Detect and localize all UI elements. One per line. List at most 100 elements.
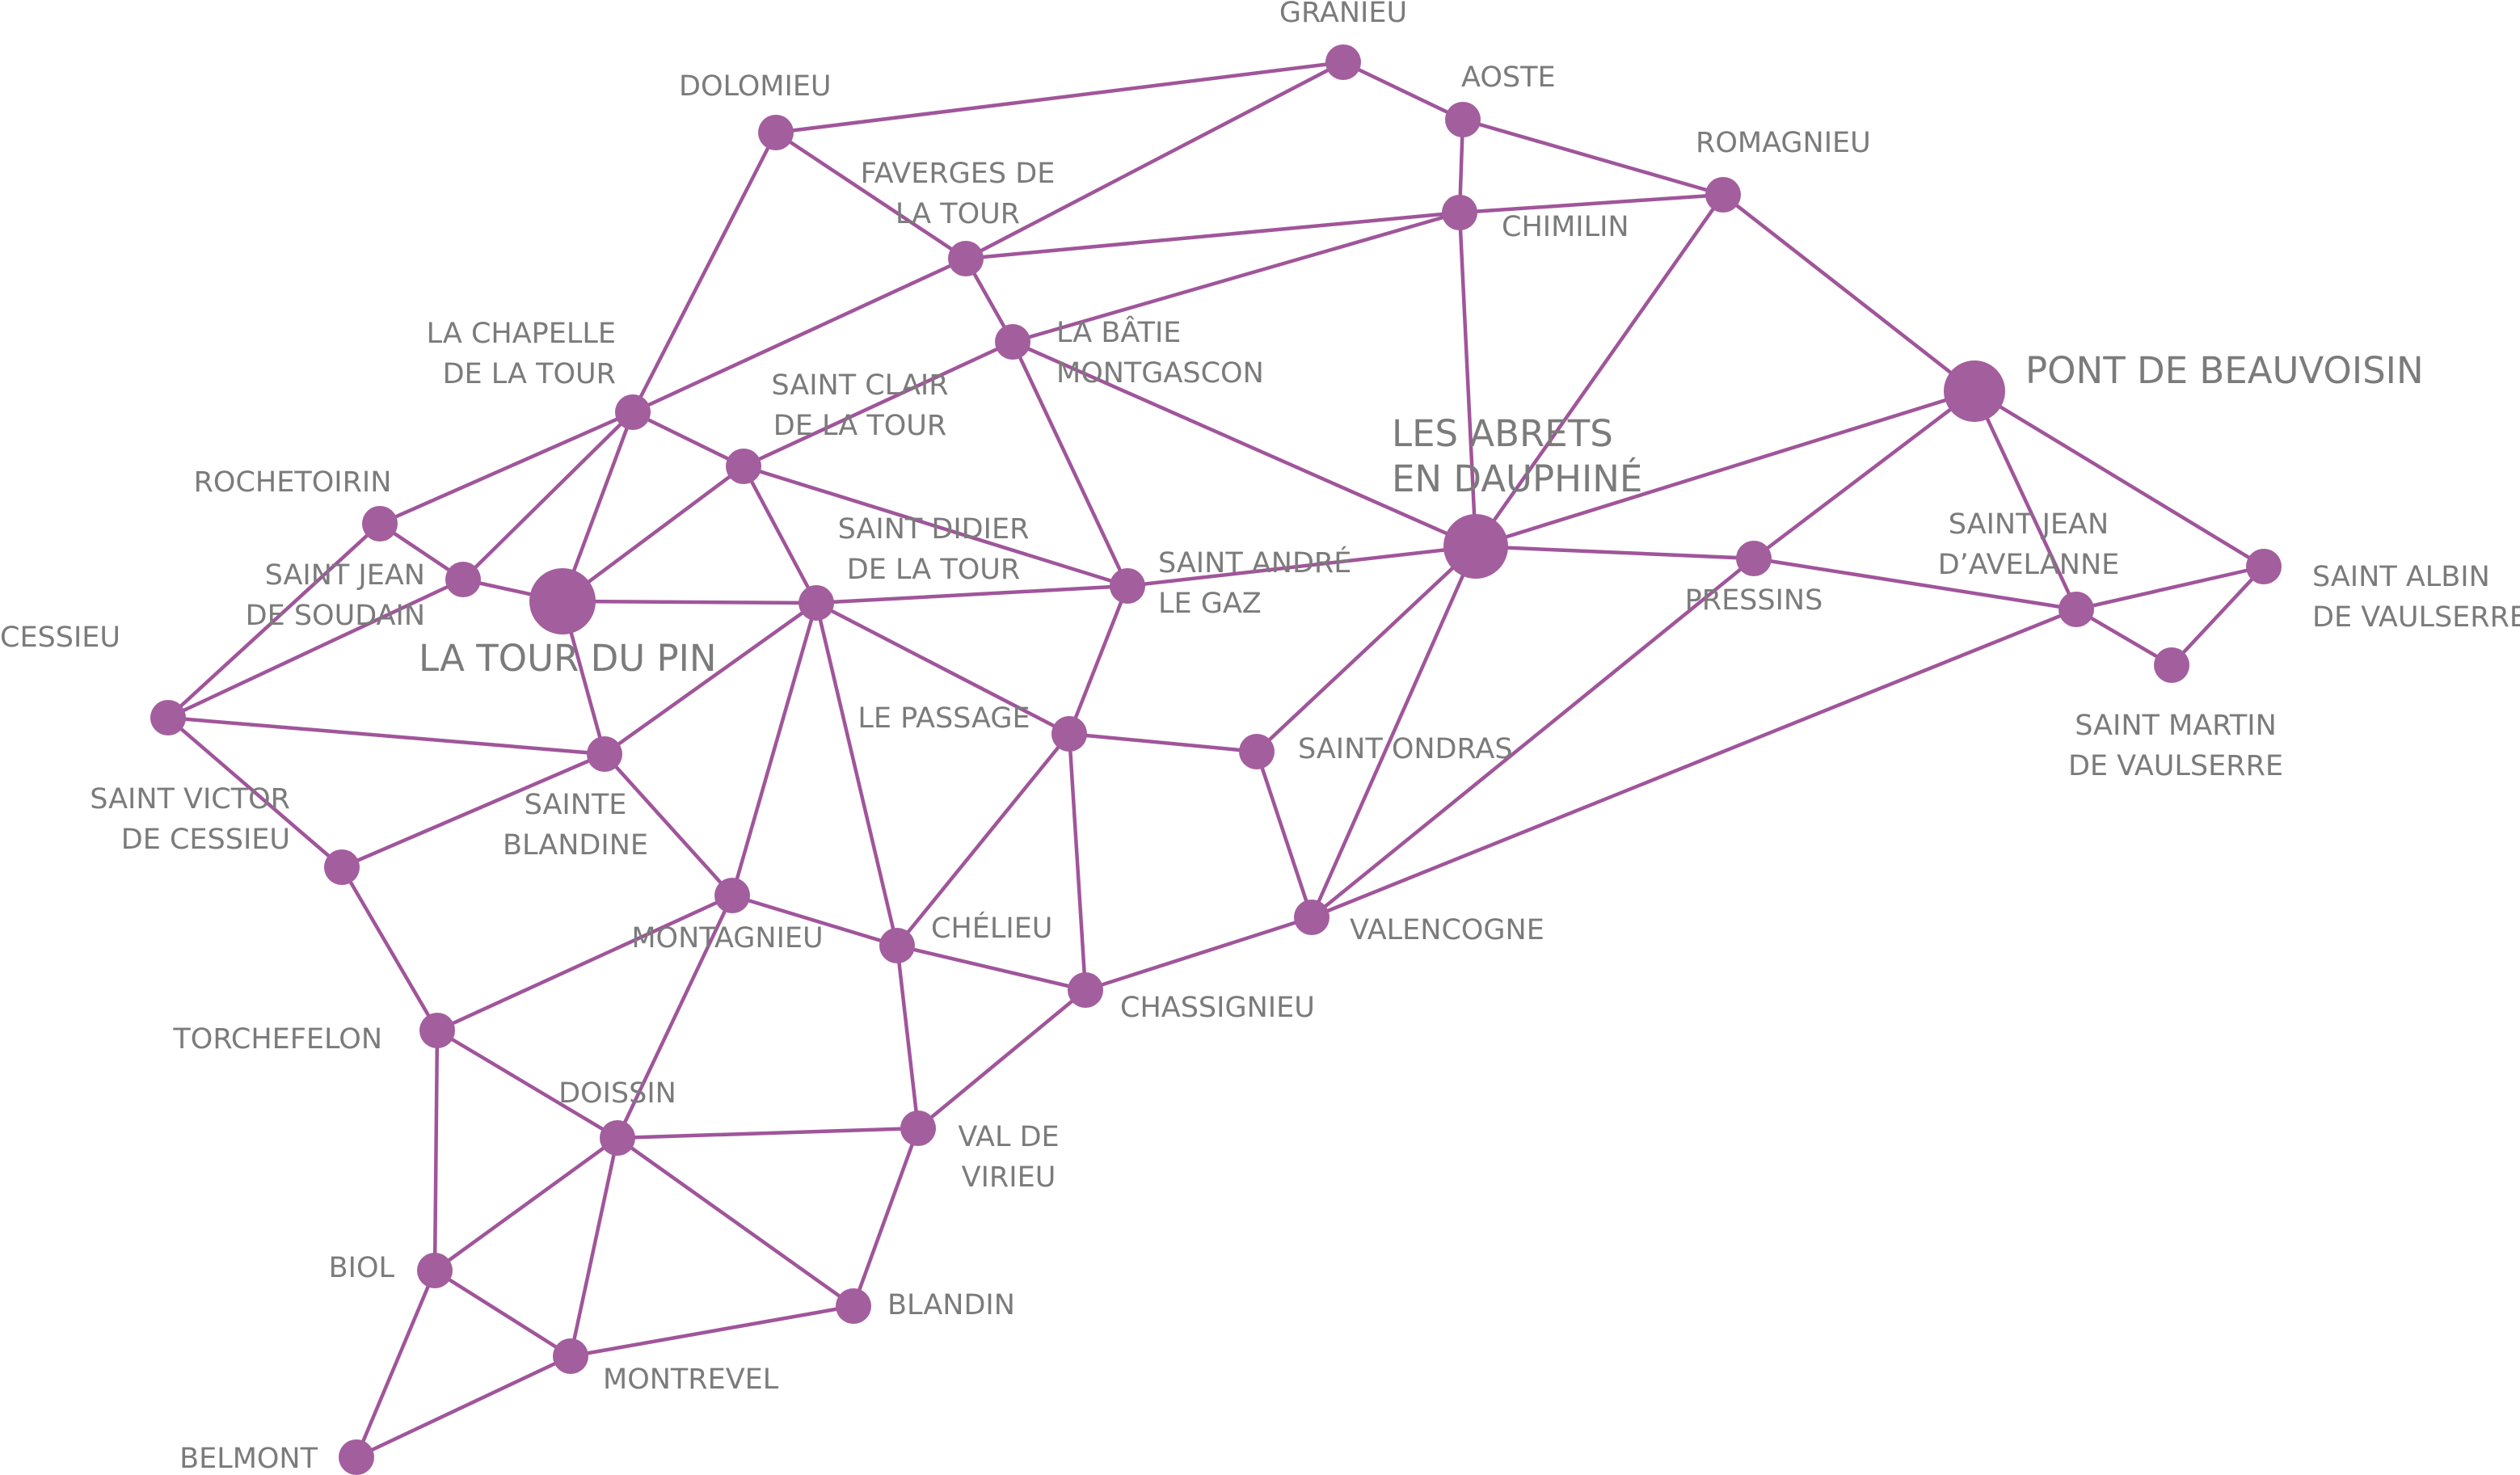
label-blandin: BLANDIN <box>887 1289 1015 1321</box>
node-saint-didier-de-la-tour <box>799 585 834 621</box>
node-rochetoirin <box>362 506 398 542</box>
edge-les-abrets-en-dauphine-to-saint-ondras <box>1254 544 1478 754</box>
label-line: BELMONT <box>179 1443 318 1475</box>
label-la-tour-du-pin: LA TOUR DU PIN <box>419 637 717 680</box>
label-line: PONT DE BEAUVOISIN <box>2025 349 2424 392</box>
label-line: LA CHAPELLE <box>427 318 616 350</box>
node-saint-andre-le-gaz <box>1110 568 1145 604</box>
node-aoste <box>1445 102 1481 137</box>
edge-aoste-to-romagnieu <box>1460 117 1726 197</box>
edge-saint-victor-de-cessieu-to-torchefelon <box>339 865 440 1033</box>
edge-granieu-to-faverges-de-la-tour <box>963 60 1346 261</box>
label-chimilin: CHIMILIN <box>1502 211 1629 243</box>
label-line: LES ABRETS <box>1392 412 1613 455</box>
edge-saint-didier-de-la-tour-to-montagnieu <box>730 601 819 898</box>
label-montagnieu: MONTAGNIEU <box>631 922 823 955</box>
label-line: VIRIEU <box>962 1161 1056 1194</box>
label-chassignieu: CHASSIGNIEU <box>1120 992 1315 1024</box>
label-line: SAINT VICTOR <box>90 783 290 815</box>
label-line: TORCHEFELON <box>172 1023 382 1056</box>
edge-biol-to-montrevel <box>432 1268 573 1359</box>
edge-blandin-to-montrevel <box>568 1304 856 1359</box>
label-line: DE LA TOUR <box>443 358 616 390</box>
node-val-de-virieu <box>900 1110 936 1146</box>
edge-le-passage-to-chelieu <box>895 731 1072 948</box>
label-line: SAINT DIDIER <box>838 513 1030 546</box>
edge-dolomieu-to-la-chapelle-de-la-tour <box>630 130 778 415</box>
edge-la-batie-montgascon-to-les-abrets-en-dauphine <box>1010 339 1478 549</box>
edge-pressins-to-valencogne <box>1309 556 1756 920</box>
edge-saint-clair-de-la-tour-to-la-tour-du-pin <box>560 464 746 604</box>
label-pont-de-beauvoisin: PONT DE BEAUVOISIN <box>2025 349 2424 392</box>
edge-la-chapelle-de-la-tour-to-la-tour-du-pin <box>560 410 635 604</box>
edge-les-abrets-en-dauphine-to-pressins <box>1473 544 1756 561</box>
label-line: DE LA TOUR <box>847 554 1020 586</box>
node-valencogne <box>1294 900 1330 935</box>
label-pressins: PRESSINS <box>1685 584 1823 617</box>
label-line: EN DAUPHINÉ <box>1392 457 1642 500</box>
edge-doissin-to-val-de-virieu <box>615 1126 921 1140</box>
label-line: D’AVELANNE <box>1938 549 2120 581</box>
label-line: LA TOUR <box>895 198 1020 230</box>
label-line: CESSIEU <box>0 622 120 654</box>
label-line: DE LA TOUR <box>773 410 946 442</box>
label-line: SAINTE <box>525 789 627 821</box>
edge-saint-didier-de-la-tour-to-chelieu <box>814 601 900 948</box>
edge-chimilin-to-romagnieu <box>1457 192 1726 215</box>
label-line: LA TOUR DU PIN <box>419 637 717 680</box>
edge-la-batie-montgascon-to-saint-clair-de-la-tour <box>741 339 1015 469</box>
node-les-abrets-en-dauphine <box>1443 514 1508 579</box>
edge-cessieu-to-sainte-blandine <box>166 715 607 756</box>
edge-pont-de-beauvoisin-to-les-abrets-en-dauphine <box>1473 389 1977 549</box>
label-belmont: BELMONT <box>179 1443 318 1475</box>
label-line: DOLOMIEU <box>679 70 832 103</box>
edge-granieu-to-aoste <box>1341 60 1465 122</box>
edge-sainte-blandine-to-saint-victor-de-cessieu <box>339 752 607 870</box>
label-granieu: GRANIEU <box>1279 0 1407 29</box>
edge-saint-didier-de-la-tour-to-saint-andre-le-gaz <box>814 584 1130 605</box>
label-line: LE GAZ <box>1158 588 1262 620</box>
label-biol: BIOL <box>329 1252 395 1284</box>
edge-montagnieu-to-doissin <box>615 893 735 1140</box>
label-valencogne: VALENCOGNE <box>1350 914 1544 946</box>
edge-chelieu-to-val-de-virieu <box>895 943 921 1131</box>
edge-val-de-virieu-to-blandin <box>851 1126 921 1309</box>
edge-le-passage-to-saint-ondras <box>1067 731 1259 754</box>
label-line: MONTGASCON <box>1056 357 1264 390</box>
node-montagnieu <box>714 878 750 913</box>
edge-la-chapelle-de-la-tour-to-saint-clair-de-la-tour <box>630 410 746 469</box>
label-line: GRANIEU <box>1279 0 1407 29</box>
edge-biol-to-belmont <box>354 1268 437 1460</box>
node-montrevel <box>553 1338 588 1374</box>
edge-saint-jean-de-soudain-to-cessieu <box>166 577 466 720</box>
label-aoste: AOSTE <box>1461 61 1556 94</box>
label-line: VAL DE <box>958 1121 1059 1153</box>
edge-doissin-to-biol <box>432 1136 620 1273</box>
edge-montrevel-to-belmont <box>354 1354 573 1460</box>
edge-saint-clair-de-la-tour-to-saint-didier-de-la-tour <box>741 464 819 605</box>
edge-la-batie-montgascon-to-saint-andre-le-gaz <box>1010 339 1130 588</box>
edge-doissin-to-blandin <box>615 1136 856 1309</box>
node-chimilin <box>1442 195 1477 230</box>
edge-cessieu-to-saint-victor-de-cessieu <box>166 715 344 870</box>
edge-pont-de-beauvoisin-to-saint-albin-de-vaulserre <box>1972 389 2266 569</box>
label-montrevel: MONTREVEL <box>603 1363 779 1396</box>
edge-saint-albin-de-vaulserre-to-saint-martin-de-vaulserre <box>2169 564 2266 668</box>
label-line: SAINT ONDRAS <box>1298 733 1513 765</box>
label-line: SAINT JEAN <box>265 559 425 592</box>
label-line: AOSTE <box>1461 61 1556 94</box>
label-line: SAINT JEAN <box>1949 508 2109 541</box>
label-line: DOISSIN <box>558 1077 676 1110</box>
label-line: ROMAGNIEU <box>1696 127 1871 159</box>
edge-romagnieu-to-pont-de-beauvoisin <box>1721 192 1977 394</box>
label-saint-didier-de-la-tour: SAINT DIDIER DE LA TOUR <box>838 513 1030 586</box>
label-line: CHIMILIN <box>1502 211 1629 243</box>
node-dolomieu <box>758 115 794 150</box>
edge-dolomieu-to-faverges-de-la-tour <box>773 130 968 261</box>
edge-torchefelon-to-doissin <box>435 1028 620 1140</box>
